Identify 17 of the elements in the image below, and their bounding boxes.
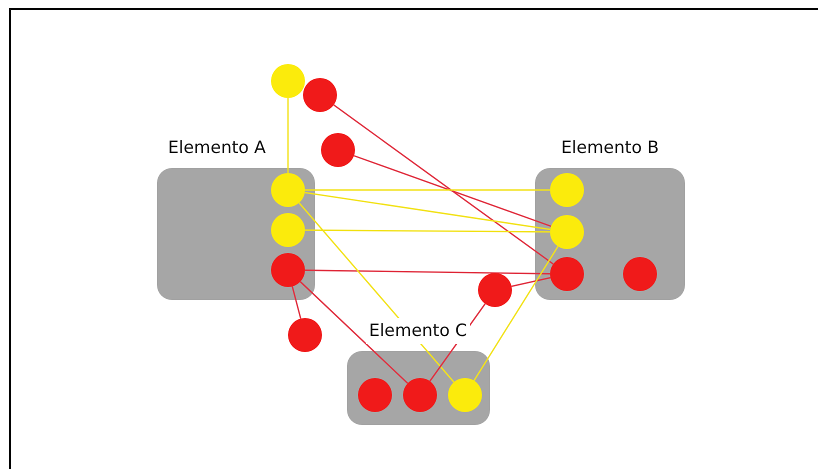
- connector-line: [354, 155, 552, 227]
- connector-line: [292, 286, 302, 319]
- connector-line: [304, 192, 550, 230]
- connector-line: [511, 277, 551, 287]
- circle-marker: [288, 318, 322, 352]
- circle-marker: [321, 133, 355, 167]
- connector-line: [333, 104, 554, 265]
- group-heading: Elemento C: [366, 318, 470, 344]
- connector-line: [305, 229, 550, 233]
- connector-line: [287, 98, 289, 173]
- circle-marker: [271, 64, 305, 98]
- connector-line: [473, 246, 559, 381]
- circle-marker: [478, 273, 512, 307]
- connector-line: [305, 189, 550, 191]
- circle-marker: [303, 78, 337, 112]
- connector-line: [305, 270, 550, 274]
- connector-line: [300, 281, 408, 384]
